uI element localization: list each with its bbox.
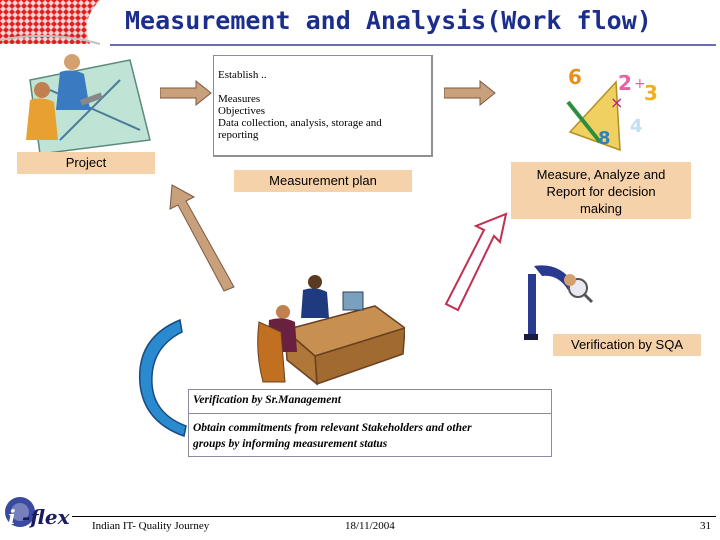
management-detail-line: Obtain commitments from relevant Stakeho…	[193, 422, 472, 434]
measure-analyze-label: Measure, Analyze and Report for decision…	[511, 162, 691, 219]
establish-box: Establish .. Measures Objectives Data co…	[213, 55, 433, 157]
svg-text:+: +	[634, 76, 646, 92]
svg-text:i: i	[8, 505, 16, 529]
establish-line: Data collection, analysis, storage and	[218, 117, 382, 129]
measure-line: Measure, Analyze and	[536, 167, 666, 182]
svg-text:×: ×	[610, 93, 623, 112]
footer-divider	[72, 516, 716, 517]
curved-arrow-icon	[130, 318, 190, 442]
svg-text:2: 2	[618, 71, 632, 95]
arrow-up-right-icon	[440, 212, 510, 312]
office-desk-clipart	[255, 272, 405, 390]
iflex-logo-icon: i -flex	[4, 494, 70, 534]
footer-title: Indian IT- Quality Journey	[92, 520, 210, 532]
management-row-detail: Obtain commitments from relevant Stakeho…	[193, 420, 549, 452]
establish-line: Measures	[218, 93, 261, 105]
management-box: Verification by Sr.Management Obtain com…	[188, 389, 552, 457]
project-label: Project	[17, 152, 155, 174]
arrow-up-left-icon	[168, 183, 238, 293]
flag-logo-icon	[0, 0, 108, 46]
establish-line: Objectives	[218, 105, 266, 117]
svg-text:8: 8	[598, 128, 611, 149]
measurement-plan-label: Measurement plan	[234, 170, 412, 192]
title-divider	[110, 44, 716, 46]
svg-text:3: 3	[644, 81, 658, 105]
people-meeting-clipart	[20, 50, 155, 154]
svg-text:4: 4	[630, 116, 643, 137]
svg-text:6: 6	[568, 65, 582, 89]
arrow-right-icon	[444, 80, 496, 106]
magnifier-person-clipart	[520, 262, 595, 342]
arrow-right-icon	[160, 80, 212, 106]
establish-line: reporting	[218, 129, 259, 141]
management-row-title: Verification by Sr.Management	[189, 390, 551, 414]
measure-line: making	[580, 201, 622, 216]
page-number: 31	[700, 520, 711, 532]
page-title: Measurement and Analysis(Work flow)	[125, 6, 652, 35]
measure-line: Report for decision	[546, 184, 656, 199]
management-detail-line: groups by informing measurement status	[193, 438, 388, 450]
verification-sqa-label: Verification by SQA	[553, 334, 701, 356]
footer-date: 18/11/2004	[345, 520, 395, 532]
math-numbers-clipart: 6 2 + 3 8 4 ×	[560, 62, 670, 158]
establish-line: Establish ..	[218, 69, 267, 81]
establish-spacer	[218, 81, 431, 93]
svg-text:-flex: -flex	[22, 505, 70, 529]
